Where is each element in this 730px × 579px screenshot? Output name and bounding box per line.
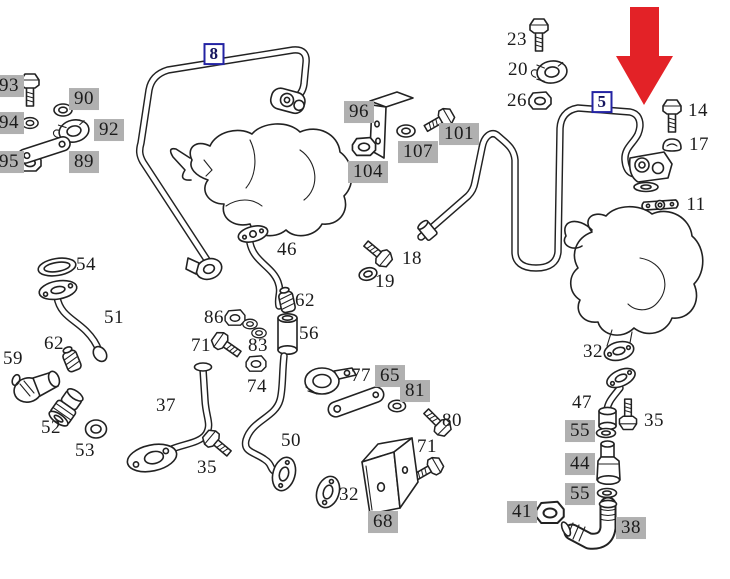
seal-55-upper-drawing — [595, 427, 617, 439]
pipe-5-banjo-fitting — [628, 151, 673, 193]
part-label-26[interactable]: 26 — [507, 90, 527, 112]
pipe-5-drawing — [417, 104, 673, 272]
part-label-92[interactable]: 92 — [94, 119, 124, 141]
part-label-52[interactable]: 52 — [41, 417, 61, 439]
pipe-8-drawing — [135, 46, 310, 281]
bracket-68-drawing — [361, 437, 419, 515]
part-label-50[interactable]: 50 — [281, 430, 301, 452]
washer-53-drawing — [84, 419, 108, 439]
pipe-51-drawing — [38, 279, 108, 363]
hose-56-drawing — [277, 312, 298, 355]
part-label-55-upper[interactable]: 55 — [565, 420, 595, 442]
part-label-55-lower[interactable]: 55 — [565, 483, 595, 505]
part-label-47[interactable]: 47 — [572, 392, 592, 414]
part-label-71-right[interactable]: 71 — [417, 436, 437, 458]
part-label-89[interactable]: 89 — [69, 151, 99, 173]
part-label-95[interactable]: 95 — [0, 151, 24, 173]
part-label-44[interactable]: 44 — [565, 453, 595, 475]
clamp-77-drawing — [304, 367, 357, 395]
pipe-37-drawing — [126, 362, 213, 473]
part-label-23[interactable]: 23 — [507, 29, 527, 51]
part-label-101[interactable]: 101 — [439, 123, 479, 145]
part-label-35-right[interactable]: 35 — [644, 410, 664, 432]
pipe-47-drawing — [598, 367, 636, 431]
elbow-38-drawing — [560, 496, 618, 550]
part-label-8[interactable]: 8 — [203, 43, 225, 65]
part-label-74[interactable]: 74 — [247, 376, 267, 398]
part-label-90[interactable]: 90 — [69, 88, 99, 110]
part-label-41[interactable]: 41 — [507, 501, 537, 523]
fitting-59-drawing — [11, 370, 61, 403]
part-label-59[interactable]: 59 — [3, 348, 23, 370]
strap-65-81-drawing — [327, 386, 385, 418]
turbocharger-left-drawing — [169, 123, 353, 237]
fitting-52-drawing — [48, 387, 84, 427]
part-label-104[interactable]: 104 — [348, 161, 388, 183]
part-label-46[interactable]: 46 — [277, 239, 297, 261]
part-label-107[interactable]: 107 — [398, 141, 438, 163]
part-label-62-right[interactable]: 62 — [295, 290, 315, 312]
part-label-5[interactable]: 5 — [591, 91, 613, 113]
part-label-96[interactable]: 96 — [344, 101, 374, 123]
red-arrow-annotation — [616, 7, 673, 105]
pipe-50-drawing — [241, 352, 297, 492]
part-label-20[interactable]: 20 — [508, 59, 528, 81]
part-label-18[interactable]: 18 — [402, 248, 422, 270]
part-label-65[interactable]: 65 — [375, 365, 405, 387]
part-label-35-left[interactable]: 35 — [197, 457, 217, 479]
part-label-38[interactable]: 38 — [616, 517, 646, 539]
part-label-51[interactable]: 51 — [104, 307, 124, 329]
turbocharger-right-drawing — [563, 205, 704, 349]
part-label-17[interactable]: 17 — [689, 134, 709, 156]
gasket-32-middle-drawing — [315, 475, 341, 509]
gasket-54-drawing — [37, 257, 77, 277]
part-label-71-left[interactable]: 71 — [191, 335, 211, 357]
washer-17-drawing — [662, 138, 682, 152]
part-label-54[interactable]: 54 — [76, 254, 96, 276]
part-label-19[interactable]: 19 — [375, 271, 395, 293]
part-label-11[interactable]: 11 — [686, 194, 706, 216]
part-label-62-left[interactable]: 62 — [44, 333, 64, 355]
part-label-81[interactable]: 81 — [400, 380, 430, 402]
gasket-11-drawing — [641, 199, 679, 211]
part-label-83[interactable]: 83 — [248, 335, 268, 357]
part-label-68[interactable]: 68 — [368, 511, 398, 533]
part-label-77[interactable]: 77 — [351, 365, 371, 387]
part-label-80[interactable]: 80 — [442, 410, 462, 432]
part-label-86[interactable]: 86 — [204, 307, 224, 329]
part-label-32-middle[interactable]: 32 — [339, 484, 359, 506]
part-label-37[interactable]: 37 — [156, 395, 176, 417]
fitting-44-drawing — [596, 440, 621, 485]
part-label-93[interactable]: 93 — [0, 75, 24, 97]
part-label-94[interactable]: 94 — [0, 112, 24, 134]
part-label-32-right[interactable]: 32 — [583, 341, 603, 363]
gasket-32-right-drawing — [603, 340, 635, 362]
part-label-56[interactable]: 56 — [299, 323, 319, 345]
part-label-14[interactable]: 14 — [688, 100, 708, 122]
part-label-53[interactable]: 53 — [75, 440, 95, 462]
